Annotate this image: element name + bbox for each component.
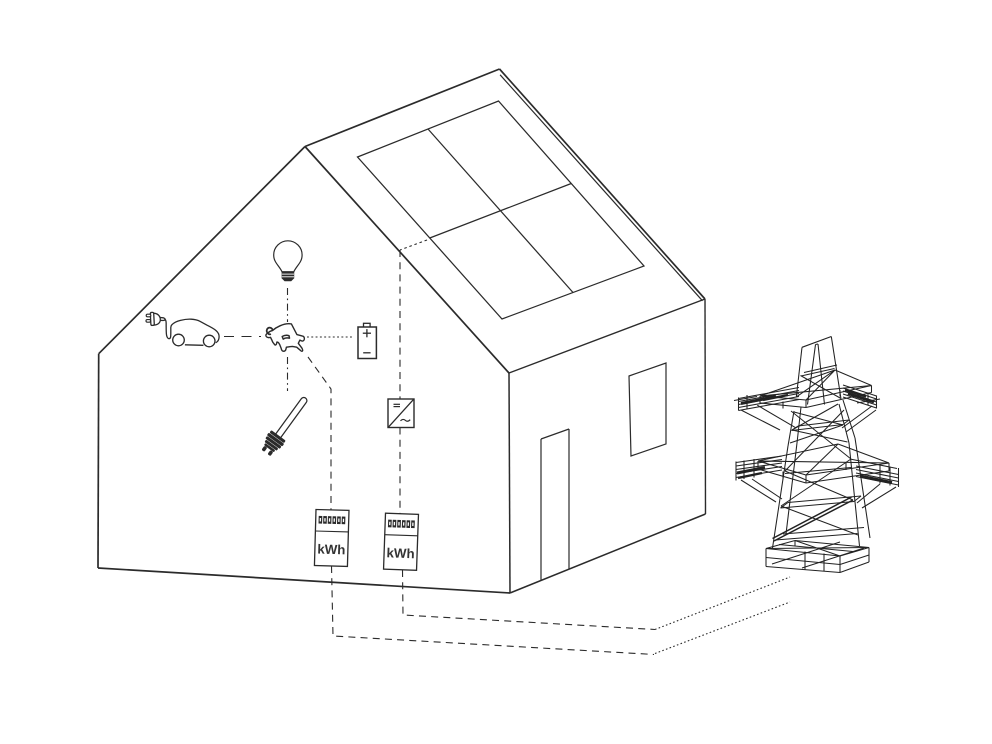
svg-text:kWh: kWh (386, 545, 415, 561)
svg-text:kWh: kWh (317, 542, 345, 558)
